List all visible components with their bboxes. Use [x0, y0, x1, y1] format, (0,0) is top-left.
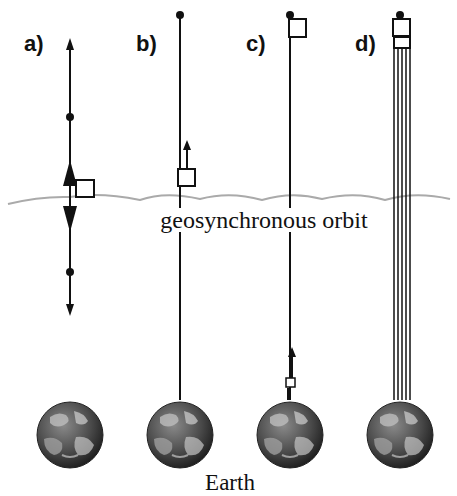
panel-letter: c)	[246, 33, 266, 55]
panel-letter: b)	[136, 33, 157, 55]
panel-letter: a)	[24, 33, 44, 55]
panel-letter: d)	[355, 33, 376, 55]
earth-label: Earth	[203, 471, 257, 494]
orbit-label: geosynchronous orbit	[158, 208, 369, 232]
